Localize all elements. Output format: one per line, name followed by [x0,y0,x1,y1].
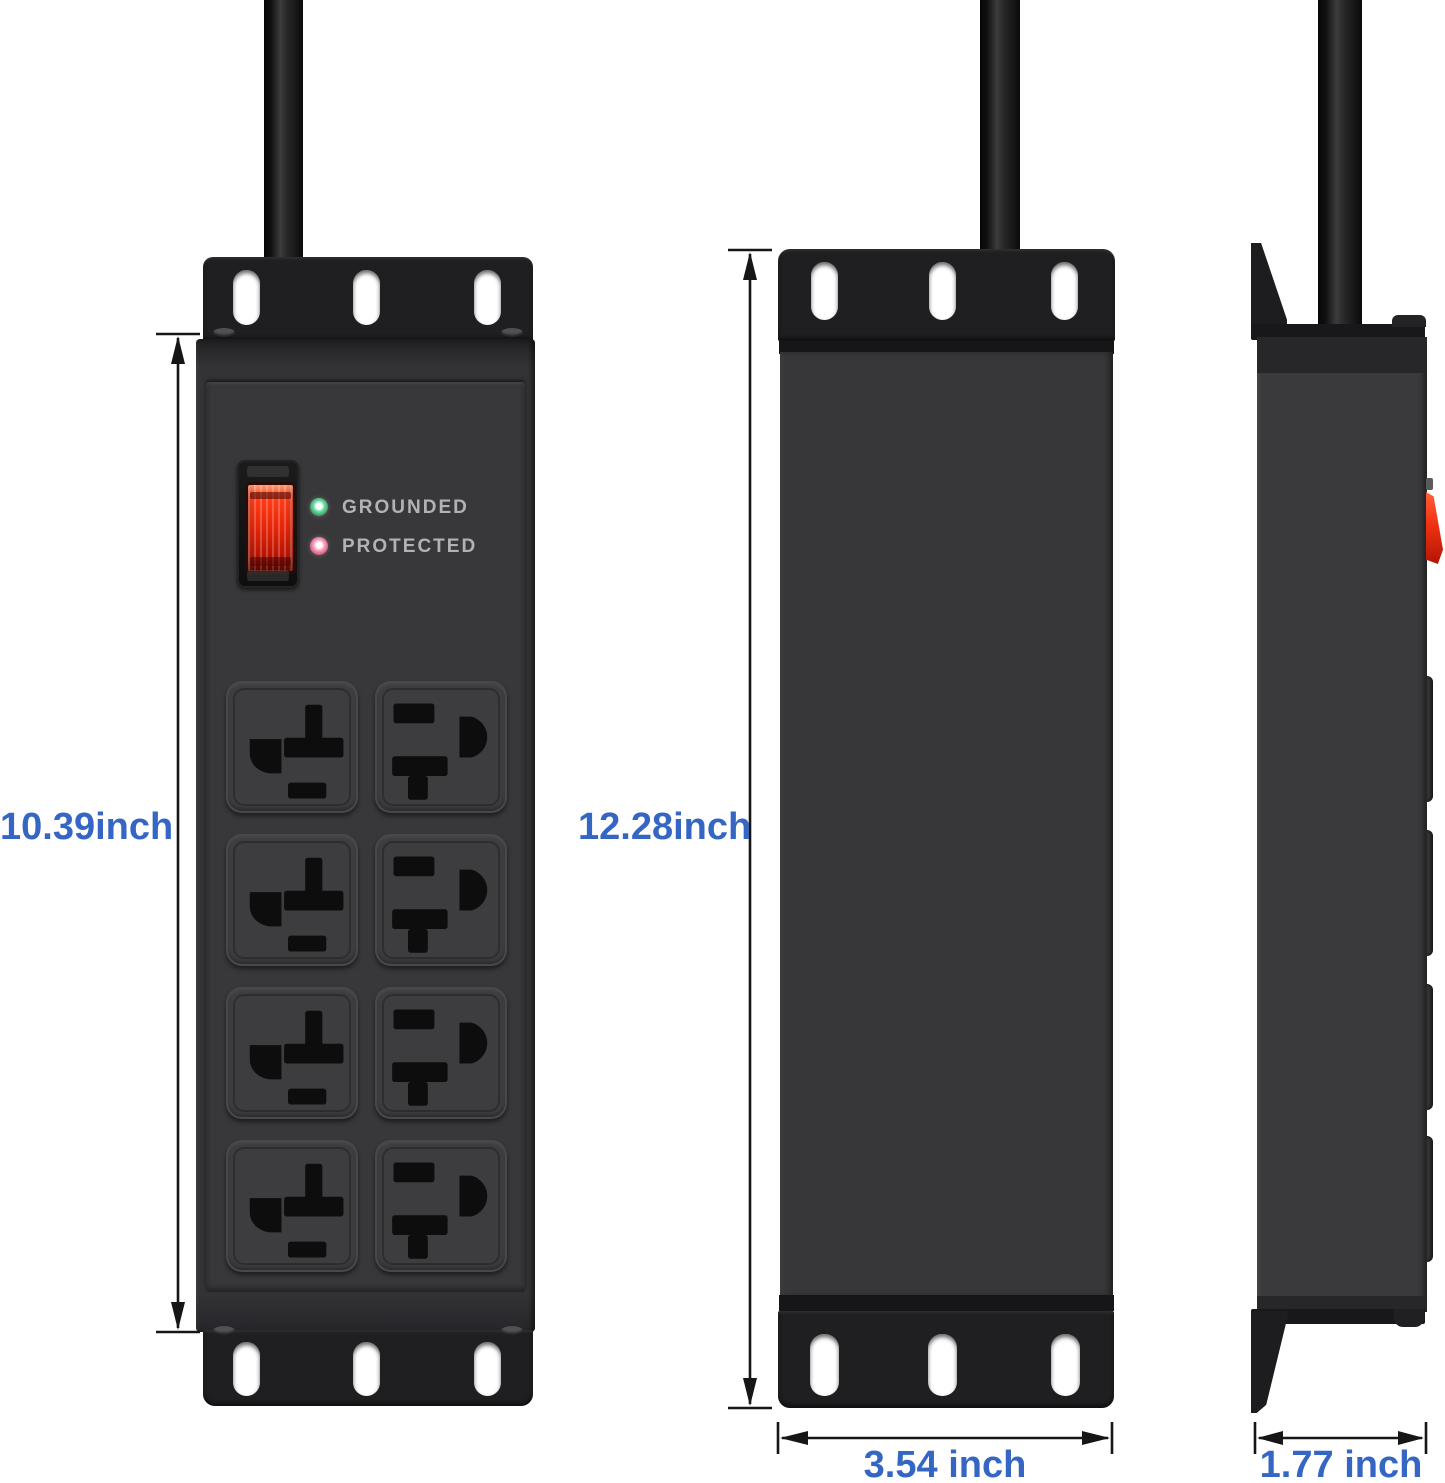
side-bracket-plate-top [1251,324,1425,340]
power-cord-back [980,0,1020,258]
strip-body-side [1257,337,1427,1312]
switch-top-marking [246,466,290,477]
side-bracket-foot [1394,1309,1424,1327]
back-width-dimension-line [776,1422,1114,1454]
mounting-slot [1051,262,1078,320]
grounded-led-icon [310,498,328,516]
outlet-grid [226,681,507,1272]
outlet-standard-nema [375,987,507,1119]
mounting-slot [928,1334,957,1396]
outlet-profile-bump [1427,830,1433,956]
outlet-standard-nema [375,1140,507,1272]
side-bracket-nub-top [1392,315,1426,327]
mounting-slot [929,262,956,320]
mounting-bracket-top-back [778,249,1115,341]
grounded-label: GROUNDED [342,497,469,518]
side-depth-dimension-label: 1.77 inch [1259,1444,1423,1483]
side-switch-pin [1426,478,1433,490]
outlet-profile-bump [1427,676,1433,802]
back-width-dimension-label: 3.54 inch [863,1444,1027,1483]
protected-label: PROTECTED [342,536,478,557]
protected-led-icon [310,537,328,555]
mounting-slot [810,1334,839,1396]
back-height-dimension-line [728,248,772,1410]
side-flange-bottom [1251,1311,1289,1413]
mounting-bracket-top-front [203,257,533,341]
mounting-bracket-bottom-back [778,1311,1114,1408]
outlet-rotated-nema [226,834,358,966]
bracket-fold-bottom [779,1295,1114,1311]
mounting-slot [233,1342,260,1396]
outlet-profile-bump [1427,984,1433,1110]
mounting-slot [353,1342,380,1396]
switch-bottom-marking [246,570,290,581]
side-bracket-plate-bottom [1251,1309,1425,1324]
front-height-dimension-line [156,332,200,1334]
outlet-standard-nema [375,681,507,813]
outlet-standard-nema [375,834,507,966]
power-cord-side [1318,0,1362,342]
side-depth-dimension-line [1253,1422,1428,1454]
front-height-dimension-label: 10.39inch [0,806,174,848]
mounting-slot [233,270,260,325]
mounting-slot [474,1342,501,1396]
screw-icon [501,1326,523,1335]
mounting-bracket-bottom-front [203,1326,533,1406]
mounting-slot [353,270,380,325]
switch-rocker [245,482,296,574]
mounting-slot [1051,1334,1080,1396]
outlet-rotated-nema [226,987,358,1119]
strip-body-back [780,352,1113,1297]
outlet-profile-bump [1427,1136,1433,1262]
bracket-fold-top [779,341,1114,354]
outlet-rotated-nema [226,1140,358,1272]
screw-icon [213,1326,235,1335]
outlet-rotated-nema [226,681,358,813]
mounting-slot [811,262,838,320]
power-switch [237,460,299,588]
screw-icon [501,328,523,337]
mounting-slot [474,270,501,325]
power-switch-side-profile [1426,492,1443,564]
screw-icon [213,328,235,337]
back-height-dimension-label: 12.28inch [578,806,752,848]
